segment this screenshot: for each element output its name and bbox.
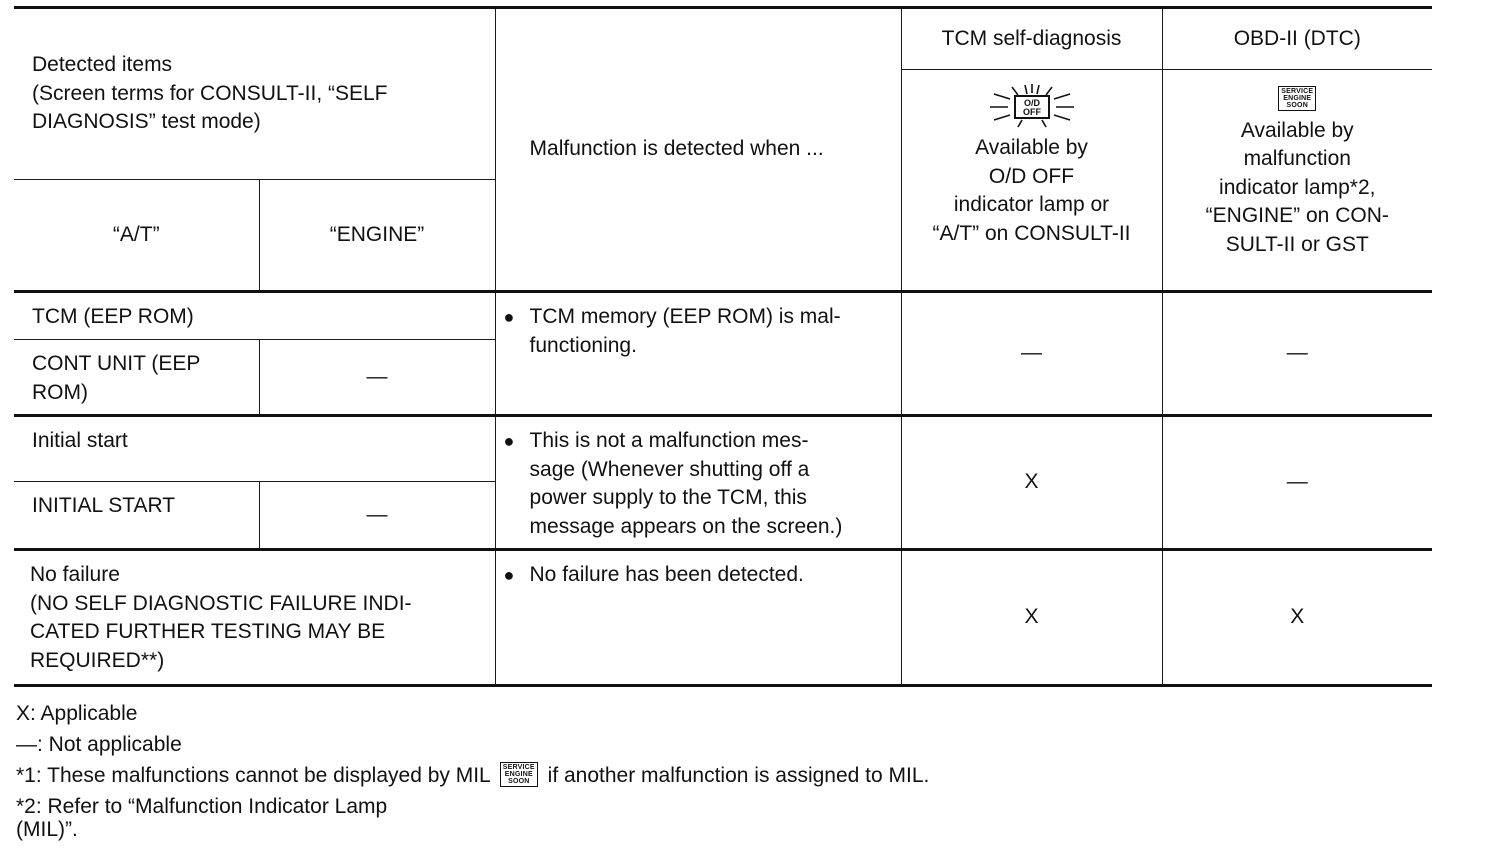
obd-dtc-label: OBD-II (DTC): [1233, 26, 1361, 50]
tcm-lamp-line-2: O/D OFF: [988, 164, 1075, 188]
initial-start-tcm-value: X: [1024, 470, 1039, 494]
initial-start-obd-value: —: [1286, 470, 1308, 494]
detected-items-header: Detected items (Screen terms for CONSULT…: [14, 6, 496, 180]
obd-lamp-cell: SERVICE ENGINE SOON Available by malfunc…: [1161, 69, 1433, 292]
cont-unit-engine-value: —: [366, 364, 388, 388]
malfunction-line: power supply to the TCM, this: [529, 486, 807, 509]
obd-lamp-line-4: “ENGINE” on CON-: [1205, 204, 1389, 227]
table-row: No failure (NO SELF DIAGNOSTIC FAILURE I…: [14, 548, 1433, 687]
tcm-lamp-text: Available by O/D OFF indicator lamp or “…: [902, 134, 1162, 248]
note-2-line-1: *2: Refer to “Malfunction Indicator Lamp: [16, 795, 388, 818]
table-row: CONT UNIT (EEP ROM) —: [14, 339, 1432, 416]
tcm-lamp-line-1: Available by: [975, 136, 1088, 159]
header-row-2: O/D OFF Available by O/D OFF indicator l…: [14, 69, 1433, 292]
cont-unit-label-line-1: CONT UNIT (EEP: [32, 352, 201, 375]
malfunction-line: message appears on the screen.): [529, 514, 843, 538]
initial-start-at-label: Initial start: [32, 429, 128, 452]
no-failure-obd-cell: X: [1161, 548, 1433, 687]
initial-start-malfunction-cell: ● This is not a malfunction mes- sage (W…: [494, 414, 902, 550]
no-failure-line-2: (NO SELF DIAGNOSTIC FAILURE INDI-: [30, 591, 412, 615]
at-column-header: “A/T”: [14, 179, 260, 292]
cont-unit-label-line-2: ROM): [32, 380, 88, 404]
no-failure-line-1: No failure: [30, 563, 120, 586]
header-row-1: Detected items (Screen terms for CONSULT…: [14, 6, 1433, 292]
engine-column-label: “ENGINE”: [329, 222, 425, 246]
mil-service-engine-soon-icon: SERVICE ENGINE SOON: [499, 761, 538, 787]
tcm-eeprom-at-cell: TCM (EEP ROM): [14, 290, 496, 340]
malfunction-line: This is not a malfunction mes-: [529, 429, 809, 452]
initial-start-engine-value: —: [366, 502, 388, 526]
no-failure-obd-value: X: [1290, 605, 1305, 629]
no-failure-malfunction-cell: ● No failure has been detected.: [494, 548, 902, 687]
no-failure-line-3: CATED FURTHER TESTING MAY BE: [30, 620, 386, 643]
bullet-icon: ●: [503, 565, 515, 585]
malfunction-header: Malfunction is detected when ...: [494, 6, 902, 292]
note-applicable: X: Applicable: [16, 702, 138, 725]
tcm-eeprom-at-label: TCM (EEP ROM): [32, 305, 194, 328]
no-failure-at-cell: No failure (NO SELF DIAGNOSTIC FAILURE I…: [14, 548, 496, 687]
no-failure-tcm-cell: X: [900, 548, 1163, 687]
table-row: Initial start ● This is not a malfunctio…: [14, 414, 1433, 550]
tcm-eeprom-tcm-value: —: [1021, 341, 1043, 365]
initial-start-engine-value-cell: —: [258, 481, 496, 550]
mil-icon-text-3: SOON: [508, 777, 530, 785]
obd-lamp-text: Available by malfunction indicator lamp*…: [1163, 117, 1433, 260]
obd-dtc-header: OBD-II (DTC): [1161, 6, 1433, 70]
obd-lamp-line-3: indicator lamp*2,: [1219, 175, 1376, 199]
engine-column-header: “ENGINE”: [258, 179, 496, 292]
obd-lamp-line-1: Available by: [1240, 118, 1354, 142]
tcm-self-diagnosis-label: TCM self-diagnosis: [941, 26, 1122, 50]
tcm-lamp-line-4: “A/T” on CONSULT-II: [932, 221, 1131, 245]
initial-start-engine-label-cell: INITIAL START: [14, 481, 260, 550]
mil-icon-text-1: SERVICE: [502, 763, 535, 771]
mil-icon-text-2: ENGINE: [504, 770, 533, 778]
header-row-3: “A/T” “ENGINE”: [14, 179, 1432, 292]
bullet-icon: ●: [503, 307, 515, 327]
initial-start-tcm-cell: X: [900, 414, 1163, 550]
obd-lamp-line-2: malfunction: [1243, 147, 1351, 170]
table-row: TCM (EEP ROM) ● TCM memory (EEP ROM) is …: [14, 290, 1433, 416]
tcm-lamp-line-3: indicator lamp or: [953, 193, 1110, 216]
tcm-eeprom-malfunction-cell: ● TCM memory (EEP ROM) is mal- functioni…: [494, 290, 902, 416]
note-1: *1: These malfunctions cannot be display…: [16, 760, 1416, 791]
detected-items-title: Detected items: [32, 53, 173, 77]
obd-lamp-line-5: SULT-II or GST: [1225, 232, 1369, 256]
od-icon-text-2: OFF: [1023, 107, 1041, 117]
malfunction-line: No failure has been detected.: [529, 563, 804, 586]
mil-icon-text-1: SERVICE: [1281, 87, 1314, 95]
note-1-text-after: if another malfunction is assigned to MI…: [547, 764, 930, 787]
detected-items-subtitle-1: (Screen terms for CONSULT-II, “SELF: [32, 81, 388, 105]
note-1-text-before: *1: These malfunctions cannot be display…: [16, 764, 490, 787]
malfunction-header-label: Malfunction is detected when ...: [529, 137, 824, 161]
malfunction-line: TCM memory (EEP ROM) is mal-: [529, 305, 841, 328]
initial-start-engine-label: INITIAL START: [32, 494, 176, 517]
mil-service-engine-soon-icon: SERVICE ENGINE SOON: [1278, 85, 1317, 111]
bullet-icon: ●: [503, 431, 515, 451]
initial-start-obd-cell: —: [1161, 414, 1433, 550]
mil-icon-text-2: ENGINE: [1283, 94, 1312, 102]
tcm-lamp-cell: O/D OFF Available by O/D OFF indicator l…: [900, 69, 1163, 292]
malfunction-line: functioning.: [529, 333, 637, 357]
no-failure-tcm-value: X: [1024, 605, 1039, 629]
tcm-eeprom-tcm-cell: —: [900, 290, 1163, 416]
diagnostic-table: Detected items (Screen terms for CONSULT…: [14, 6, 1433, 687]
at-column-label: “A/T”: [112, 222, 160, 246]
initial-start-at-cell: Initial start: [14, 414, 496, 482]
tcm-self-diagnosis-header: TCM self-diagnosis: [900, 6, 1163, 70]
no-failure-line-4: REQUIRED**): [30, 648, 165, 672]
cont-unit-engine-value-cell: —: [258, 339, 496, 416]
table-notes: X: Applicable —: Not applicable *1: Thes…: [16, 698, 1416, 845]
detected-items-subtitle-2: DIAGNOSIS” test mode): [32, 110, 261, 134]
note-2-line-2: (MIL)”.: [16, 818, 78, 841]
od-off-lamp-icon: O/D OFF: [989, 84, 1074, 128]
mil-icon-text-3: SOON: [1286, 101, 1308, 109]
od-icon-text-1: O/D: [1024, 98, 1041, 108]
tcm-eeprom-obd-cell: —: [1161, 290, 1433, 416]
malfunction-line: sage (Whenever shutting off a: [529, 457, 810, 481]
tcm-eeprom-obd-value: —: [1286, 341, 1308, 365]
note-not-applicable: —: Not applicable: [16, 733, 182, 756]
cont-unit-engine-label-cell: CONT UNIT (EEP ROM): [14, 339, 260, 416]
